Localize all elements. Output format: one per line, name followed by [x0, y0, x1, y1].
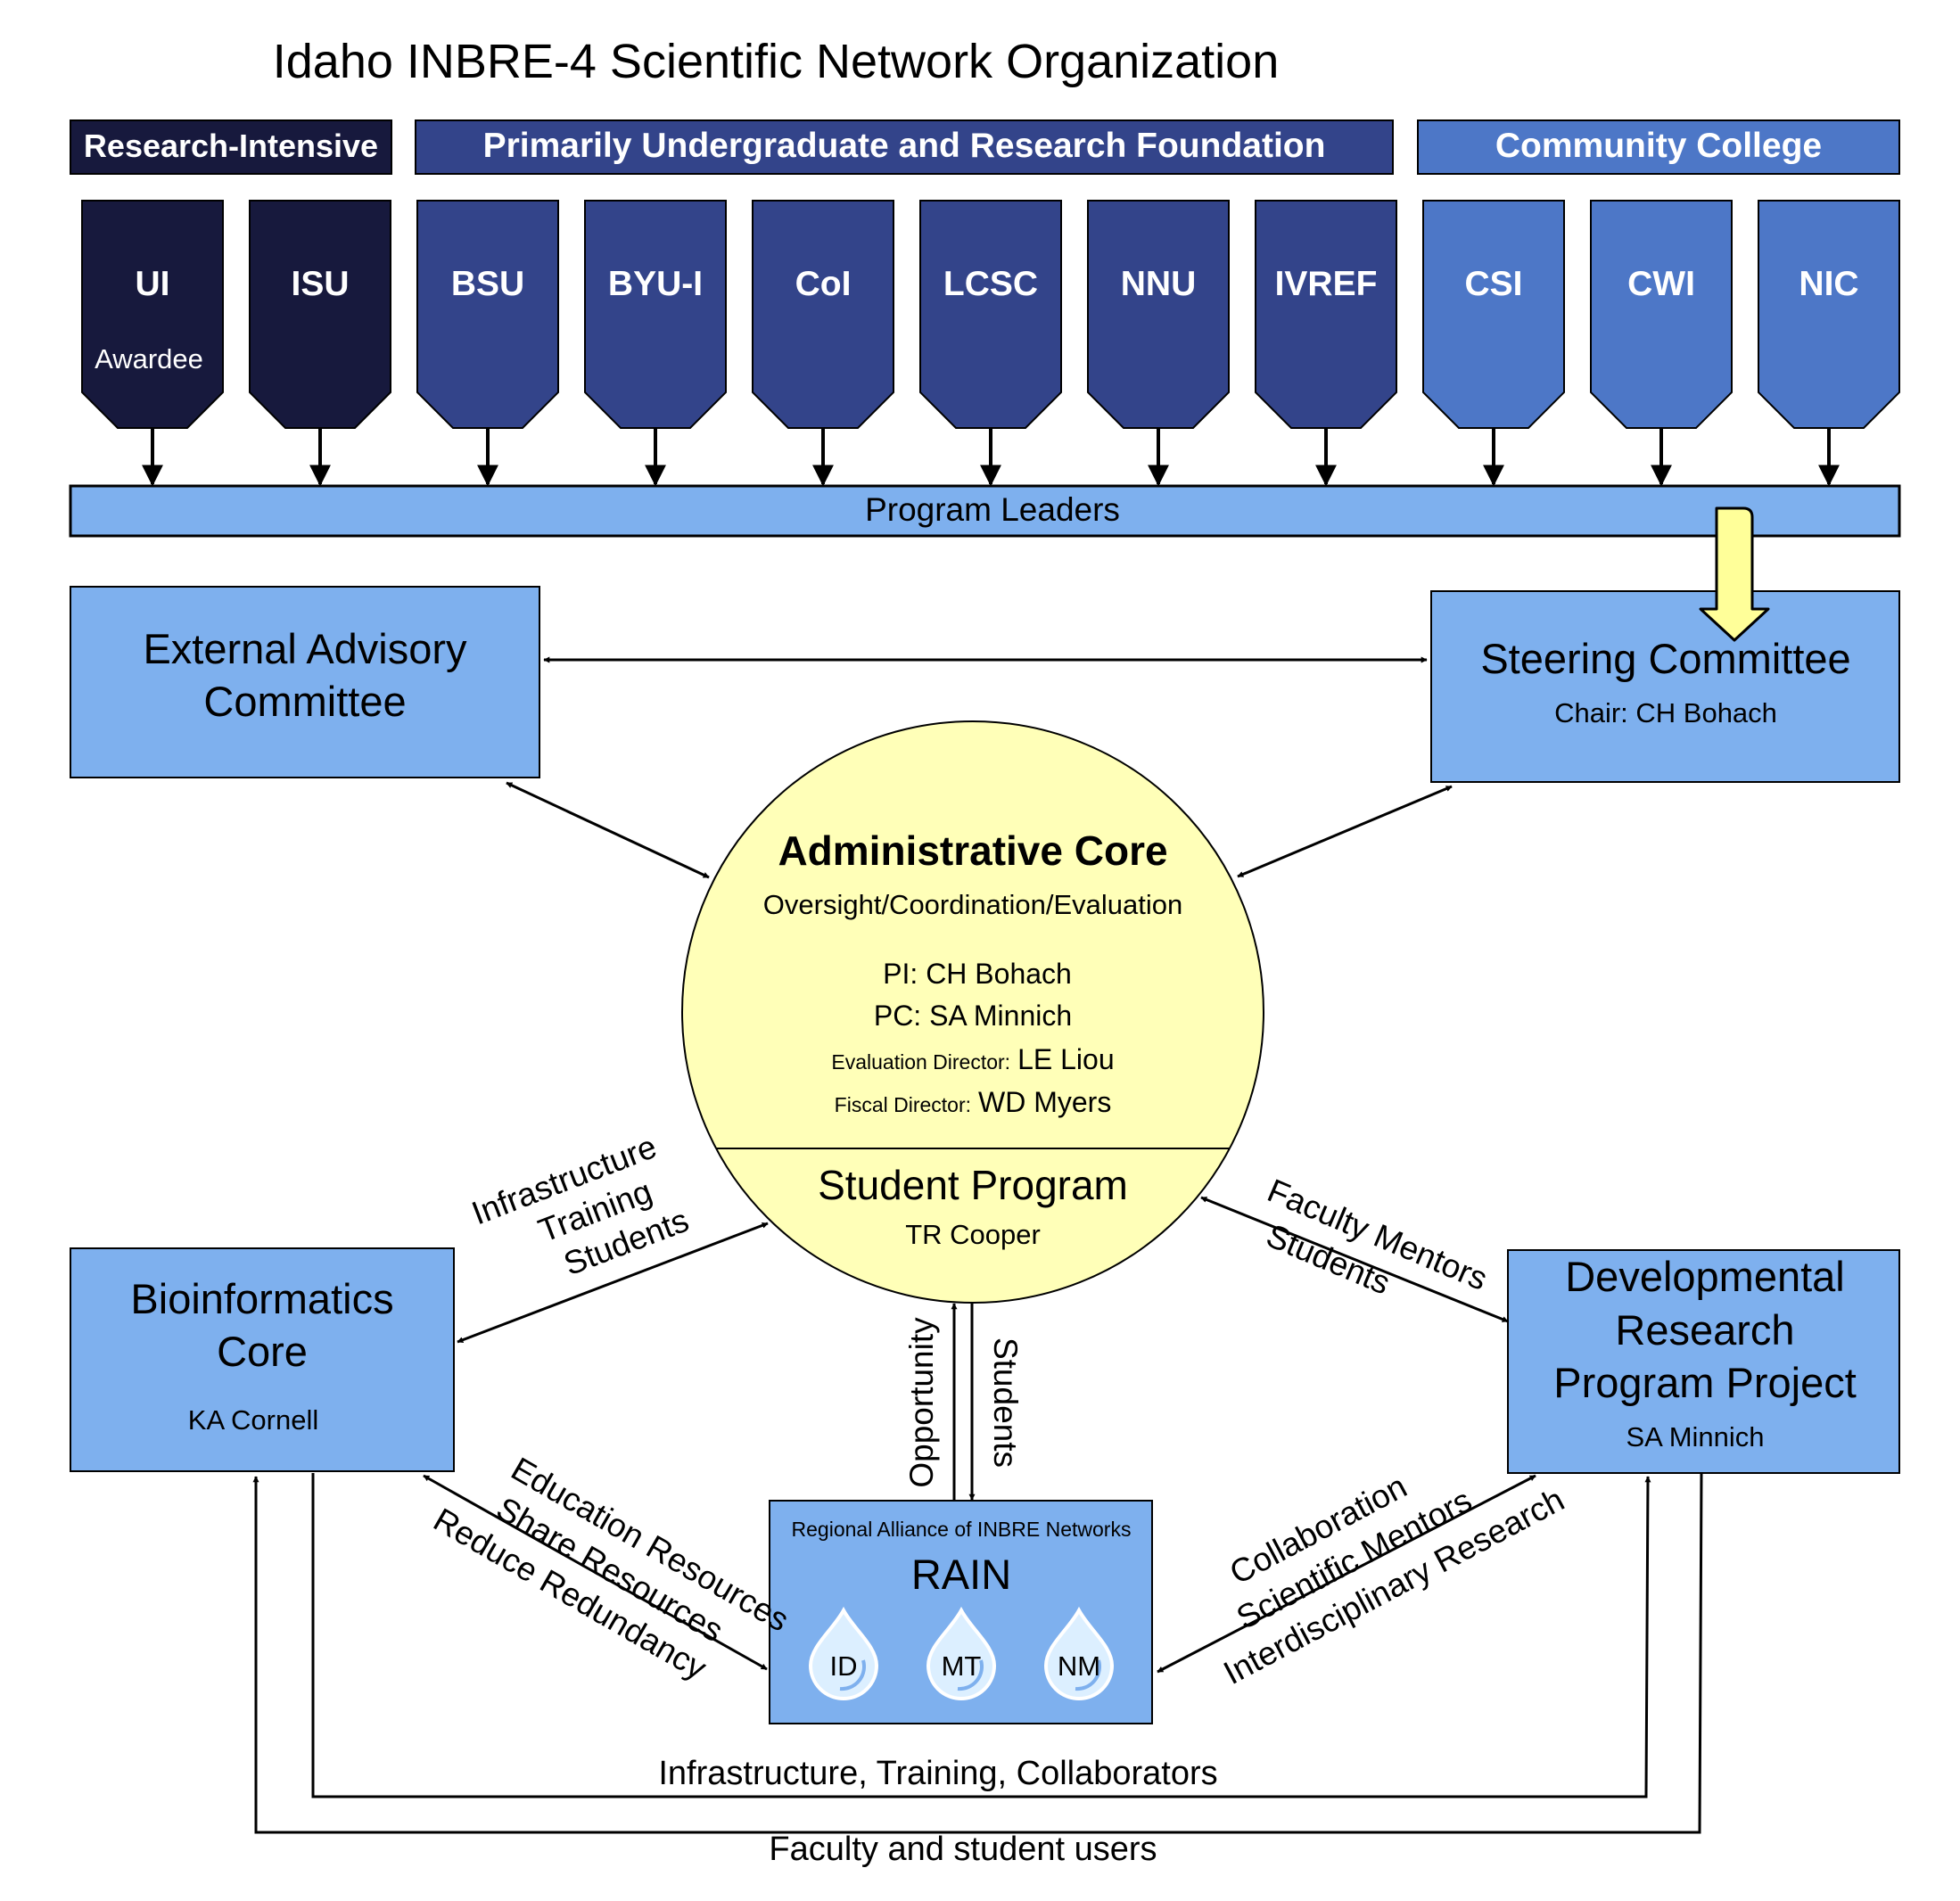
category-research-intensive	[70, 119, 392, 175]
rain-state-drops: ID MT NM	[808, 1606, 1115, 1700]
institution-name: BYU-I	[608, 265, 703, 303]
category-pui-label: Primarily Undergraduate and Research Fou…	[483, 127, 1326, 165]
institution-ui: UI Awardee	[81, 200, 224, 487]
institution-cwi: CWI	[1590, 200, 1733, 487]
institution-byu-i: BYU-I	[584, 200, 727, 487]
institution-name: ISU	[291, 265, 349, 303]
page-title: Idaho INBRE-4 Scientific Network Organiz…	[273, 35, 1280, 88]
student-program-title: Student Program	[818, 1162, 1128, 1208]
category-community-college-label: Community College	[1495, 127, 1822, 165]
program-leaders-bar	[69, 484, 1901, 538]
admin-core-evaluation: Evaluation Director:LE Liou	[831, 1043, 1114, 1075]
institution-banner	[416, 200, 559, 429]
admin-core-subtitle: Oversight/Coordination/Evaluation	[763, 889, 1182, 920]
bioinformatics-line1: Bioinformatics	[130, 1275, 393, 1322]
bioinformatics-core-box	[70, 1247, 455, 1472]
admin-core-pc: PC: SA Minnich	[874, 1000, 1072, 1032]
institution-banner	[584, 200, 727, 429]
institution-nic: NIC	[1758, 200, 1900, 487]
admin-core-fiscal: Fiscal Director:WD Myers	[835, 1086, 1112, 1118]
institution-name: CSI	[1464, 265, 1522, 303]
rain-title: RAIN	[911, 1551, 1011, 1598]
institution-banner	[1758, 200, 1900, 429]
institution-name: UI	[136, 265, 170, 303]
state-label: NM	[1058, 1650, 1100, 1682]
drpp-lead: SA Minnich	[1626, 1421, 1764, 1452]
arrow-bioinformatics-rain	[423, 1474, 768, 1671]
category-research-intensive-label: Research-Intensive	[84, 128, 378, 164]
drpp-line2: Research	[1615, 1306, 1794, 1354]
institution-lcsc: LCSC	[919, 200, 1062, 487]
label-bio-rain: Education Resources Share Resources Redu…	[427, 1450, 795, 1687]
institution-banner	[1422, 200, 1565, 429]
drop-highlight	[839, 1659, 867, 1691]
institution-name: NNU	[1121, 265, 1197, 303]
state-label: MT	[942, 1650, 982, 1682]
label-faculty-and-student-users: Faculty and student users	[769, 1831, 1157, 1868]
external-advisory-line2: Committee	[203, 678, 406, 725]
institution-bsu: BSU	[416, 200, 559, 487]
yellow-arrow	[1699, 506, 1770, 642]
institution-nnu: NNU	[1087, 200, 1230, 487]
arrow-admin-bioinformatics	[457, 1222, 769, 1344]
water-drop-id: ID	[808, 1606, 879, 1700]
institution-name: CoI	[795, 265, 852, 303]
institution-sub: Awardee	[95, 343, 203, 374]
drop-highlight	[1075, 1659, 1102, 1691]
drpp-line1: Developmental	[1565, 1253, 1845, 1300]
institution-ivref: IVREF	[1255, 200, 1397, 487]
administrative-core-circle	[681, 720, 1264, 1304]
arrow-infrastructure-training	[311, 1473, 1651, 1798]
steering-committee-title: Steering Committee	[1480, 635, 1850, 682]
institution-banner	[1590, 200, 1733, 429]
program-leaders-label: Program Leaders	[865, 491, 1120, 528]
institution-csi: CSI	[1422, 200, 1565, 487]
label-bio-admin: Infrastructure Training Students	[467, 1128, 694, 1282]
label-infrastructure-training-collaborators: Infrastructure, Training, Collaborators	[658, 1755, 1217, 1792]
institution-name: LCSC	[943, 265, 1038, 303]
arrow-admin-drpp	[1200, 1196, 1509, 1323]
institution-banner	[1087, 200, 1230, 429]
drop-highlight	[957, 1659, 984, 1691]
bioinformatics-lead: KA Cornell	[188, 1404, 318, 1436]
steering-committee-chair: Chair: CH Bohach	[1554, 697, 1777, 728]
steering-committee-box	[1430, 590, 1900, 783]
category-pui	[415, 119, 1394, 175]
institution-banner	[752, 200, 894, 429]
label-opportunity: Opportunity	[903, 1317, 940, 1488]
water-drop-nm: NM	[1043, 1606, 1115, 1700]
institution-isu: ISU	[249, 200, 391, 487]
arrow-eac-admin	[506, 781, 710, 879]
institution-name: IVREF	[1275, 265, 1378, 303]
external-advisory-committee-box	[70, 586, 540, 778]
external-advisory-line1: External Advisory	[143, 625, 467, 672]
label-students-vertical: Students	[987, 1337, 1024, 1468]
institution-name: NIC	[1799, 265, 1858, 303]
drpp-box	[1507, 1249, 1900, 1474]
rain-header: Regional Alliance of INBRE Networks	[792, 1518, 1132, 1541]
institution-banner	[919, 200, 1062, 429]
arrow-drpp-rain	[1157, 1474, 1536, 1674]
arrow-steering-admin	[1237, 785, 1453, 878]
state-label: ID	[830, 1650, 858, 1682]
institution-coi: CoI	[752, 200, 894, 487]
label-drpp-admin: Faculty Mentors Students	[1261, 1172, 1493, 1301]
bioinformatics-line2: Core	[217, 1328, 308, 1375]
category-community-college	[1417, 119, 1900, 175]
institution-banners: UI Awardee ISU BSU BYU-I CoI LCSC NNU IVREF CSI CW…	[81, 200, 1900, 487]
student-program-lead: TR Cooper	[905, 1219, 1041, 1250]
institution-banner	[81, 200, 224, 429]
drpp-line3: Program Project	[1553, 1359, 1857, 1406]
institution-name: BSU	[451, 265, 524, 303]
admin-core-pi: PI: CH Bohach	[883, 958, 1072, 990]
admin-core-title: Administrative Core	[778, 827, 1167, 874]
institution-name: CWI	[1627, 265, 1695, 303]
water-drop-mt: MT	[926, 1606, 997, 1700]
institution-banner	[1255, 200, 1397, 429]
arrow-faculty-student-users	[252, 1472, 1703, 1834]
institution-banner	[249, 200, 391, 429]
